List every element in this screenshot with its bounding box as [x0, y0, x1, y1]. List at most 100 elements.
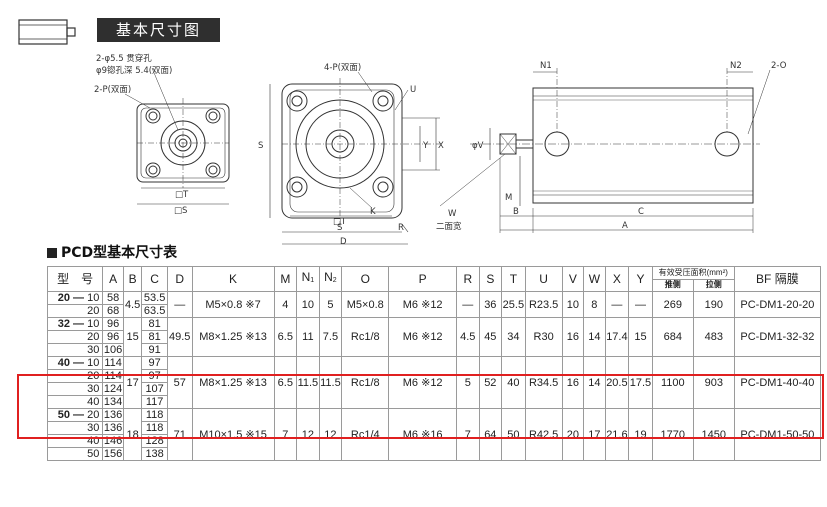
cell-O: Rc1/4 — [341, 408, 390, 461]
cell-pull: 483 — [692, 317, 735, 357]
cell-B: 4.5 — [122, 291, 143, 318]
left-note-1: 2-φ5.5 贯穿孔 — [96, 53, 152, 64]
right-label-W2: 二面宽 — [436, 221, 462, 232]
cell-A: 124 — [102, 382, 124, 396]
col-N1: N1 — [296, 266, 320, 292]
cell-Y: 19 — [628, 408, 653, 461]
col-A: A — [102, 266, 124, 292]
cell-C: 128 — [141, 434, 168, 448]
cell-W: 8 — [583, 291, 606, 318]
cell-X: 17.4 — [604, 317, 630, 357]
cell-bf: PC-DM1-32-32 — [733, 317, 822, 357]
cell-S: 45 — [478, 317, 503, 357]
cell-model: 20 — 10 — [46, 291, 104, 305]
cell-push: 684 — [651, 317, 694, 357]
section-title: PCD型基本尺寸表 — [47, 242, 177, 262]
cell-Y: 15 — [628, 317, 653, 357]
cell-A: 156 — [102, 447, 124, 461]
col-B: B — [122, 266, 143, 292]
mid-label-X: X — [438, 141, 444, 151]
drawing-canvas: 2-φ5.5 贯穿孔 φ9锪孔深 5.4(双面) 2-P(双面) □T □S 4… — [94, 53, 787, 247]
cell-C: 81 — [141, 330, 168, 344]
cell-C: 118 — [141, 421, 168, 435]
col-push: 推侧 — [651, 278, 694, 292]
right-label-B: B — [513, 207, 519, 217]
cell-model: 40 — 10 — [46, 356, 104, 370]
cell-O: Rc1/8 — [341, 317, 390, 357]
col-S: S — [478, 266, 503, 292]
cell-D: 57 — [166, 356, 193, 409]
col-U: U — [524, 266, 563, 292]
cell-V: 16 — [561, 356, 585, 409]
cell-pull: 1450 — [692, 408, 735, 461]
cell-P: M6 ※12 — [388, 291, 457, 318]
cell-M: 4 — [273, 291, 298, 318]
cell-W: 14 — [583, 317, 606, 357]
cell-A: 146 — [102, 434, 124, 448]
cell-P: M6 ※16 — [388, 408, 457, 461]
cell-C: 91 — [141, 343, 168, 357]
cell-S: 36 — [478, 291, 503, 318]
cell-S: 64 — [478, 408, 503, 461]
cell-A: 106 — [102, 343, 124, 357]
cell-M: 6.5 — [273, 317, 298, 357]
cell-model: 30 — [46, 343, 104, 357]
cell-C: 118 — [141, 408, 168, 422]
right-label-W: W — [448, 209, 457, 219]
cell-model: 20 — [46, 369, 104, 383]
mid-label-S: S — [337, 223, 342, 233]
cell-M: 7 — [273, 408, 298, 461]
cell-V: 16 — [561, 317, 585, 357]
cell-A: 136 — [102, 408, 124, 422]
cell-model: 20 — [46, 330, 104, 344]
col-M: M — [273, 266, 298, 292]
cell-K: M8×1.25 ※13 — [191, 317, 275, 357]
cell-T: 25.5 — [501, 291, 526, 318]
left-note-2: φ9锪孔深 5.4(双面) — [96, 65, 172, 76]
mid-label-R: R — [398, 223, 404, 233]
right-label-M: M — [505, 193, 512, 203]
mid-label-U: U — [410, 85, 416, 95]
cell-N1: 11.5 — [296, 356, 320, 409]
cell-V: 20 — [561, 408, 585, 461]
cell-M: 6.5 — [273, 356, 298, 409]
cell-P: M6 ※12 — [388, 317, 457, 357]
cell-model: 40 — [46, 395, 104, 409]
col-pull: 拉侧 — [692, 278, 735, 292]
cell-model: 20 — [46, 304, 104, 318]
col-Y: Y — [628, 266, 653, 292]
cell-K: M8×1.25 ※13 — [191, 356, 275, 409]
col-T: T — [501, 266, 526, 292]
cell-T: 40 — [501, 356, 526, 409]
cell-U: R30 — [524, 317, 563, 357]
cell-A: 114 — [102, 356, 124, 370]
cell-C: 53.5 — [141, 291, 168, 305]
cell-U: R34.5 — [524, 356, 563, 409]
cell-model: 50 — 20 — [46, 408, 104, 422]
cell-model: 30 — [46, 421, 104, 435]
dimension-drawings: 2-φ5.5 贯穿孔 φ9锪孔深 5.4(双面) 2-P(双面) □T □S 4… — [0, 48, 827, 248]
page-title: 基本尺寸图 — [97, 18, 220, 42]
square-bullet-icon — [47, 248, 57, 258]
cell-A: 68 — [102, 304, 124, 318]
mid-label-S-side: S — [258, 141, 263, 151]
col-model: 型 号 — [46, 266, 104, 292]
right-label-C: C — [638, 207, 644, 217]
mid-label-K: K — [370, 207, 376, 217]
cell-model: 40 — [46, 434, 104, 448]
col-K: K — [191, 266, 275, 292]
right-label-O: 2-O — [771, 61, 787, 71]
cell-D: 71 — [166, 408, 193, 461]
cell-C: 97 — [141, 369, 168, 383]
cell-push: 1770 — [651, 408, 694, 461]
cell-A: 96 — [102, 317, 124, 331]
cell-W: 17 — [583, 408, 606, 461]
cell-C: 138 — [141, 447, 168, 461]
col-C: C — [141, 266, 168, 292]
